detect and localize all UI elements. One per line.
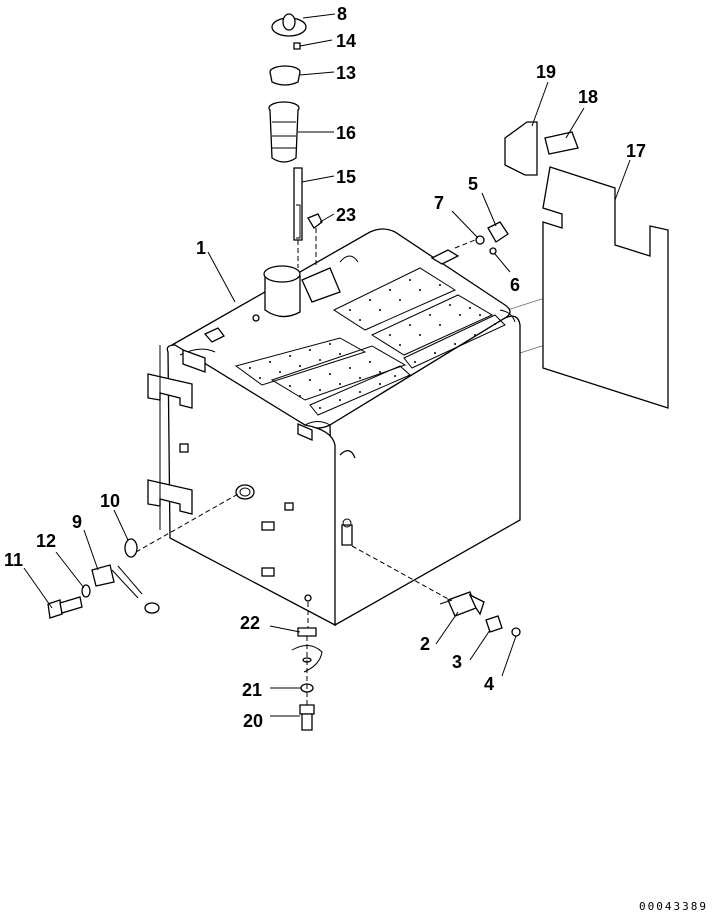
callout-13: 13 xyxy=(336,63,356,83)
lock-pin xyxy=(293,42,301,50)
callout-23: 23 xyxy=(336,205,356,225)
callout-16: 16 xyxy=(336,123,356,143)
insulation-sheet-17 xyxy=(542,166,669,409)
callout-3: 3 xyxy=(452,652,462,672)
bracket-22 xyxy=(297,627,317,637)
dipstick xyxy=(293,167,303,241)
callout-5: 5 xyxy=(468,174,478,194)
bolt-11 xyxy=(47,596,83,619)
callout-15: 15 xyxy=(336,167,356,187)
top-panel-b xyxy=(270,345,407,401)
strainer xyxy=(268,101,300,163)
callout-12: 12 xyxy=(36,531,56,551)
callout-18: 18 xyxy=(578,87,598,107)
tank-right-face xyxy=(329,315,521,627)
callout-labels: 8 14 13 16 15 23 1 7 5 6 19 18 17 10 9 1… xyxy=(4,4,646,731)
callout-7: 7 xyxy=(434,193,444,213)
top-panel-e xyxy=(309,365,411,416)
fuel-tank xyxy=(147,228,521,627)
sender-port xyxy=(235,484,255,500)
top-panel-f xyxy=(403,314,506,369)
mounting-bracket-lower xyxy=(147,479,193,515)
fitting-5 xyxy=(487,221,509,243)
top-panel-a xyxy=(234,337,367,386)
level-sender-9 xyxy=(91,564,160,614)
mounting-bracket-upper xyxy=(147,373,193,409)
callout-8: 8 xyxy=(337,4,347,24)
filler-cap xyxy=(271,13,307,37)
drain-port xyxy=(341,524,353,546)
callout-10: 10 xyxy=(100,491,120,511)
callout-6: 6 xyxy=(510,275,520,295)
drain-valve-2 xyxy=(439,591,485,617)
cap-4 xyxy=(511,627,521,637)
plug-3 xyxy=(485,615,503,633)
callout-20: 20 xyxy=(243,711,263,731)
panel-rivets xyxy=(249,279,496,409)
spacer-block-19 xyxy=(504,121,538,176)
gasket-10 xyxy=(124,538,138,558)
bolt-20 xyxy=(299,704,315,731)
callout-21: 21 xyxy=(242,680,262,700)
leader-lines xyxy=(23,13,631,717)
callout-2: 2 xyxy=(420,634,430,654)
callout-1: 1 xyxy=(196,238,206,258)
callout-14: 14 xyxy=(336,31,356,51)
pad-18 xyxy=(544,131,579,155)
o-ring-6 xyxy=(489,247,497,255)
top-panel-c xyxy=(332,267,457,331)
callout-19: 19 xyxy=(536,62,556,82)
callout-11: 11 xyxy=(4,550,23,570)
assembly-lines xyxy=(135,228,476,705)
filler-bracket xyxy=(301,267,341,303)
callout-17: 17 xyxy=(626,141,646,161)
top-panel-d xyxy=(370,294,494,356)
callout-9: 9 xyxy=(72,512,82,532)
filler-neck xyxy=(263,265,301,318)
callout-4: 4 xyxy=(484,674,494,694)
filler-ring xyxy=(269,65,301,86)
callout-22: 22 xyxy=(240,613,260,633)
plug-23 xyxy=(307,213,323,229)
document-id: 00043389 xyxy=(639,900,708,913)
